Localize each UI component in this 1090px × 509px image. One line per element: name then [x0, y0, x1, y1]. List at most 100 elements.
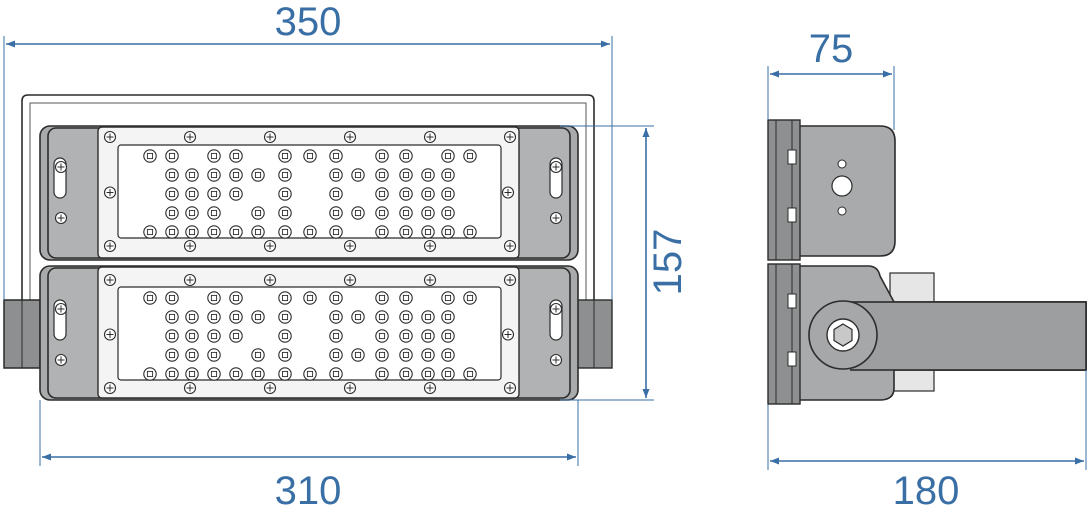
- led-lens: [375, 206, 389, 220]
- led-lens: [165, 225, 179, 239]
- led-lens: [399, 291, 413, 305]
- led-lens: [278, 225, 292, 239]
- led-lens: [207, 206, 221, 220]
- screw-icon: [54, 302, 68, 316]
- screw-icon: [103, 273, 117, 287]
- screw-icon: [549, 353, 563, 367]
- led-lens: [441, 329, 455, 343]
- led-lens: [229, 367, 243, 381]
- hex-bolt: [833, 323, 853, 347]
- led-lens: [329, 187, 343, 201]
- led-lens: [399, 168, 413, 182]
- dimension-180: 180: [767, 370, 1087, 509]
- led-lens: [421, 168, 435, 182]
- led-lens: [251, 348, 265, 362]
- dimension-75: 75: [767, 27, 895, 130]
- led-lens: [441, 367, 455, 381]
- screw-icon: [503, 239, 517, 253]
- screw-icon: [503, 130, 517, 144]
- led-lens: [421, 367, 435, 381]
- screw-icon: [423, 381, 437, 395]
- led-lens: [207, 168, 221, 182]
- dimension-label-body-width: 310: [275, 469, 342, 509]
- side-view: [767, 119, 1087, 405]
- dimension-350: 350: [3, 0, 613, 300]
- led-lens: [329, 149, 343, 163]
- screw-icon: [549, 211, 563, 225]
- led-lens: [251, 310, 265, 324]
- led-lens: [375, 149, 389, 163]
- led-lens: [399, 149, 413, 163]
- led-lens: [375, 187, 389, 201]
- led-lens: [229, 310, 243, 324]
- front-view: [3, 94, 613, 401]
- screw-icon: [103, 239, 117, 253]
- led-lens: [251, 206, 265, 220]
- screw-icon: [54, 211, 68, 225]
- led-lens: [185, 348, 199, 362]
- led-lens: [375, 329, 389, 343]
- led-lens: [165, 168, 179, 182]
- led-lens: [303, 367, 317, 381]
- led-lens: [329, 291, 343, 305]
- screw-icon: [103, 130, 117, 144]
- led-lens: [421, 310, 435, 324]
- led-lens: [421, 187, 435, 201]
- led-lens: [278, 149, 292, 163]
- led-lens: [303, 225, 317, 239]
- screw-icon: [549, 302, 563, 316]
- led-lens: [165, 291, 179, 305]
- led-lens: [207, 367, 221, 381]
- led-lens: [329, 329, 343, 343]
- screw-icon: [183, 130, 197, 144]
- screw-icon: [343, 273, 357, 287]
- led-lens: [399, 310, 413, 324]
- screw-icon: [423, 130, 437, 144]
- screw-icon: [183, 381, 197, 395]
- led-lens: [278, 168, 292, 182]
- led-lens: [375, 291, 389, 305]
- led-lens: [207, 310, 221, 324]
- led-lens: [463, 367, 477, 381]
- led-lens: [421, 348, 435, 362]
- led-lens: [329, 310, 343, 324]
- top-module: [39, 125, 579, 261]
- led-lens: [375, 310, 389, 324]
- dimension-label-height: 157: [646, 229, 690, 296]
- screw-icon: [263, 239, 277, 253]
- dimension-label-side-depth: 75: [809, 27, 854, 71]
- led-lens: [278, 291, 292, 305]
- led-lens: [185, 168, 199, 182]
- led-lens: [278, 206, 292, 220]
- led-lens: [165, 348, 179, 362]
- led-lens: [399, 206, 413, 220]
- led-lens: [207, 225, 221, 239]
- screw-icon: [423, 273, 437, 287]
- led-lens: [329, 206, 343, 220]
- led-lens: [229, 149, 243, 163]
- led-lens: [375, 348, 389, 362]
- led-lens: [375, 367, 389, 381]
- led-lens: [351, 168, 365, 182]
- dimension-label-side-total: 180: [893, 469, 960, 509]
- led-lens: [165, 149, 179, 163]
- led-lens: [143, 149, 157, 163]
- dimension-310: 310: [39, 400, 579, 509]
- led-lens: [441, 310, 455, 324]
- led-lens: [251, 367, 265, 381]
- screw-icon: [263, 381, 277, 395]
- led-lens: [421, 206, 435, 220]
- led-lens: [441, 291, 455, 305]
- led-lens: [229, 187, 243, 201]
- led-lens: [441, 348, 455, 362]
- screw-icon: [54, 160, 68, 174]
- screw-icon: [54, 353, 68, 367]
- led-lens: [329, 225, 343, 239]
- led-lens: [441, 225, 455, 239]
- led-lens: [463, 149, 477, 163]
- screw-icon: [423, 239, 437, 253]
- led-lens: [207, 291, 221, 305]
- led-lens: [278, 329, 292, 343]
- led-lens: [441, 149, 455, 163]
